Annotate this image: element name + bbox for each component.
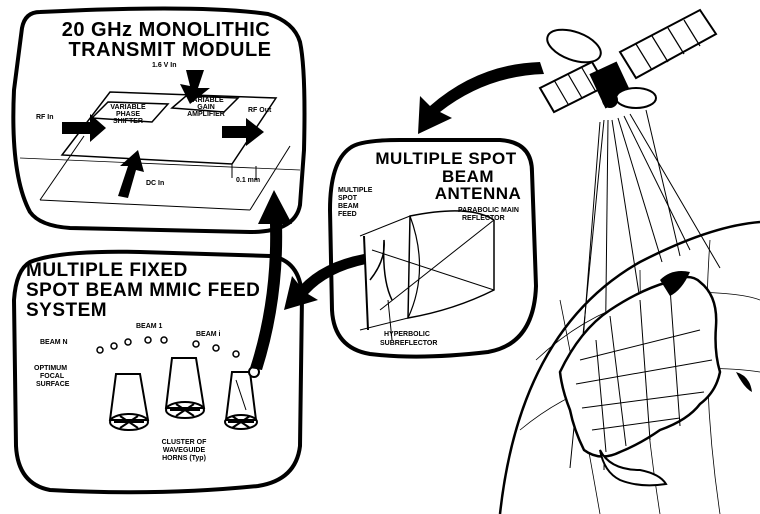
feed-title-line1: MULTIPLE FIXED	[26, 260, 188, 281]
feed-label-line2: SPOT	[338, 195, 358, 202]
focal-label-line1: OPTIMUM	[34, 365, 67, 372]
beam-i-label: BEAM i	[196, 331, 221, 338]
block-phase-line2: PHASE	[116, 111, 140, 118]
reflector-label-line1: PARABOLIC MAIN	[458, 207, 519, 214]
dim-label: 0.1 mm	[236, 177, 260, 184]
block-gain-line3: AMPLIFIER	[187, 111, 225, 118]
beam-n-label: BEAM N	[40, 339, 68, 346]
transmit-module-panel: 20 GHz MONOLITHIC TRANSMIT MODULE VARIAB…	[13, 8, 304, 232]
label-left: RF In	[36, 114, 54, 121]
antenna-title-line1: MULTIPLE SPOT	[375, 149, 516, 168]
satellite-icon	[540, 10, 716, 112]
feed-title-line2: SPOT BEAM MMIC FEED	[26, 280, 260, 301]
block-phase-line3: SHIFTER	[113, 118, 143, 125]
feed-label-line4: FEED	[338, 211, 357, 218]
reflector-label-line2: REFLECTOR	[462, 215, 505, 222]
label-bottom: DC In	[146, 180, 164, 187]
feed-label-line3: BEAM	[338, 203, 359, 210]
feed-system-panel: MULTIPLE FIXED SPOT BEAM MMIC FEED SYSTE…	[14, 252, 302, 493]
block-phase-line1: VARIABLE	[110, 104, 146, 111]
antenna-panel: MULTIPLE SPOT BEAM ANTENNA MULTIPLE SPOT…	[330, 140, 536, 357]
subreflector-label-line1: HYPERBOLIC	[384, 331, 430, 338]
focal-label-line3: SURFACE	[36, 381, 70, 388]
label-right: RF Out	[248, 107, 272, 114]
subreflector-label-line2: SUBREFLECTOR	[380, 340, 437, 347]
beam-1-label: BEAM 1	[136, 323, 163, 330]
antenna-title-line3: ANTENNA	[435, 184, 522, 203]
arrow-satellite-to-antenna-icon	[418, 62, 544, 134]
cluster-label-line3: HORNS (Typ)	[162, 455, 206, 462]
block-gain-line2: GAIN	[197, 104, 215, 111]
cluster-label-line2: WAVEGUIDE	[163, 447, 206, 454]
transmit-title-line2: TRANSMIT MODULE	[68, 39, 271, 61]
cluster-label-line1: CLUSTER OF	[162, 439, 207, 446]
feed-label-line1: MULTIPLE	[338, 187, 373, 194]
label-top: 1.6 V In	[152, 62, 177, 69]
focal-label-line2: FOCAL	[40, 373, 65, 380]
transmit-title-line1: 20 GHz MONOLITHIC	[62, 19, 271, 41]
earth-globe-icon	[500, 222, 760, 514]
feed-title-line3: SYSTEM	[26, 300, 107, 321]
